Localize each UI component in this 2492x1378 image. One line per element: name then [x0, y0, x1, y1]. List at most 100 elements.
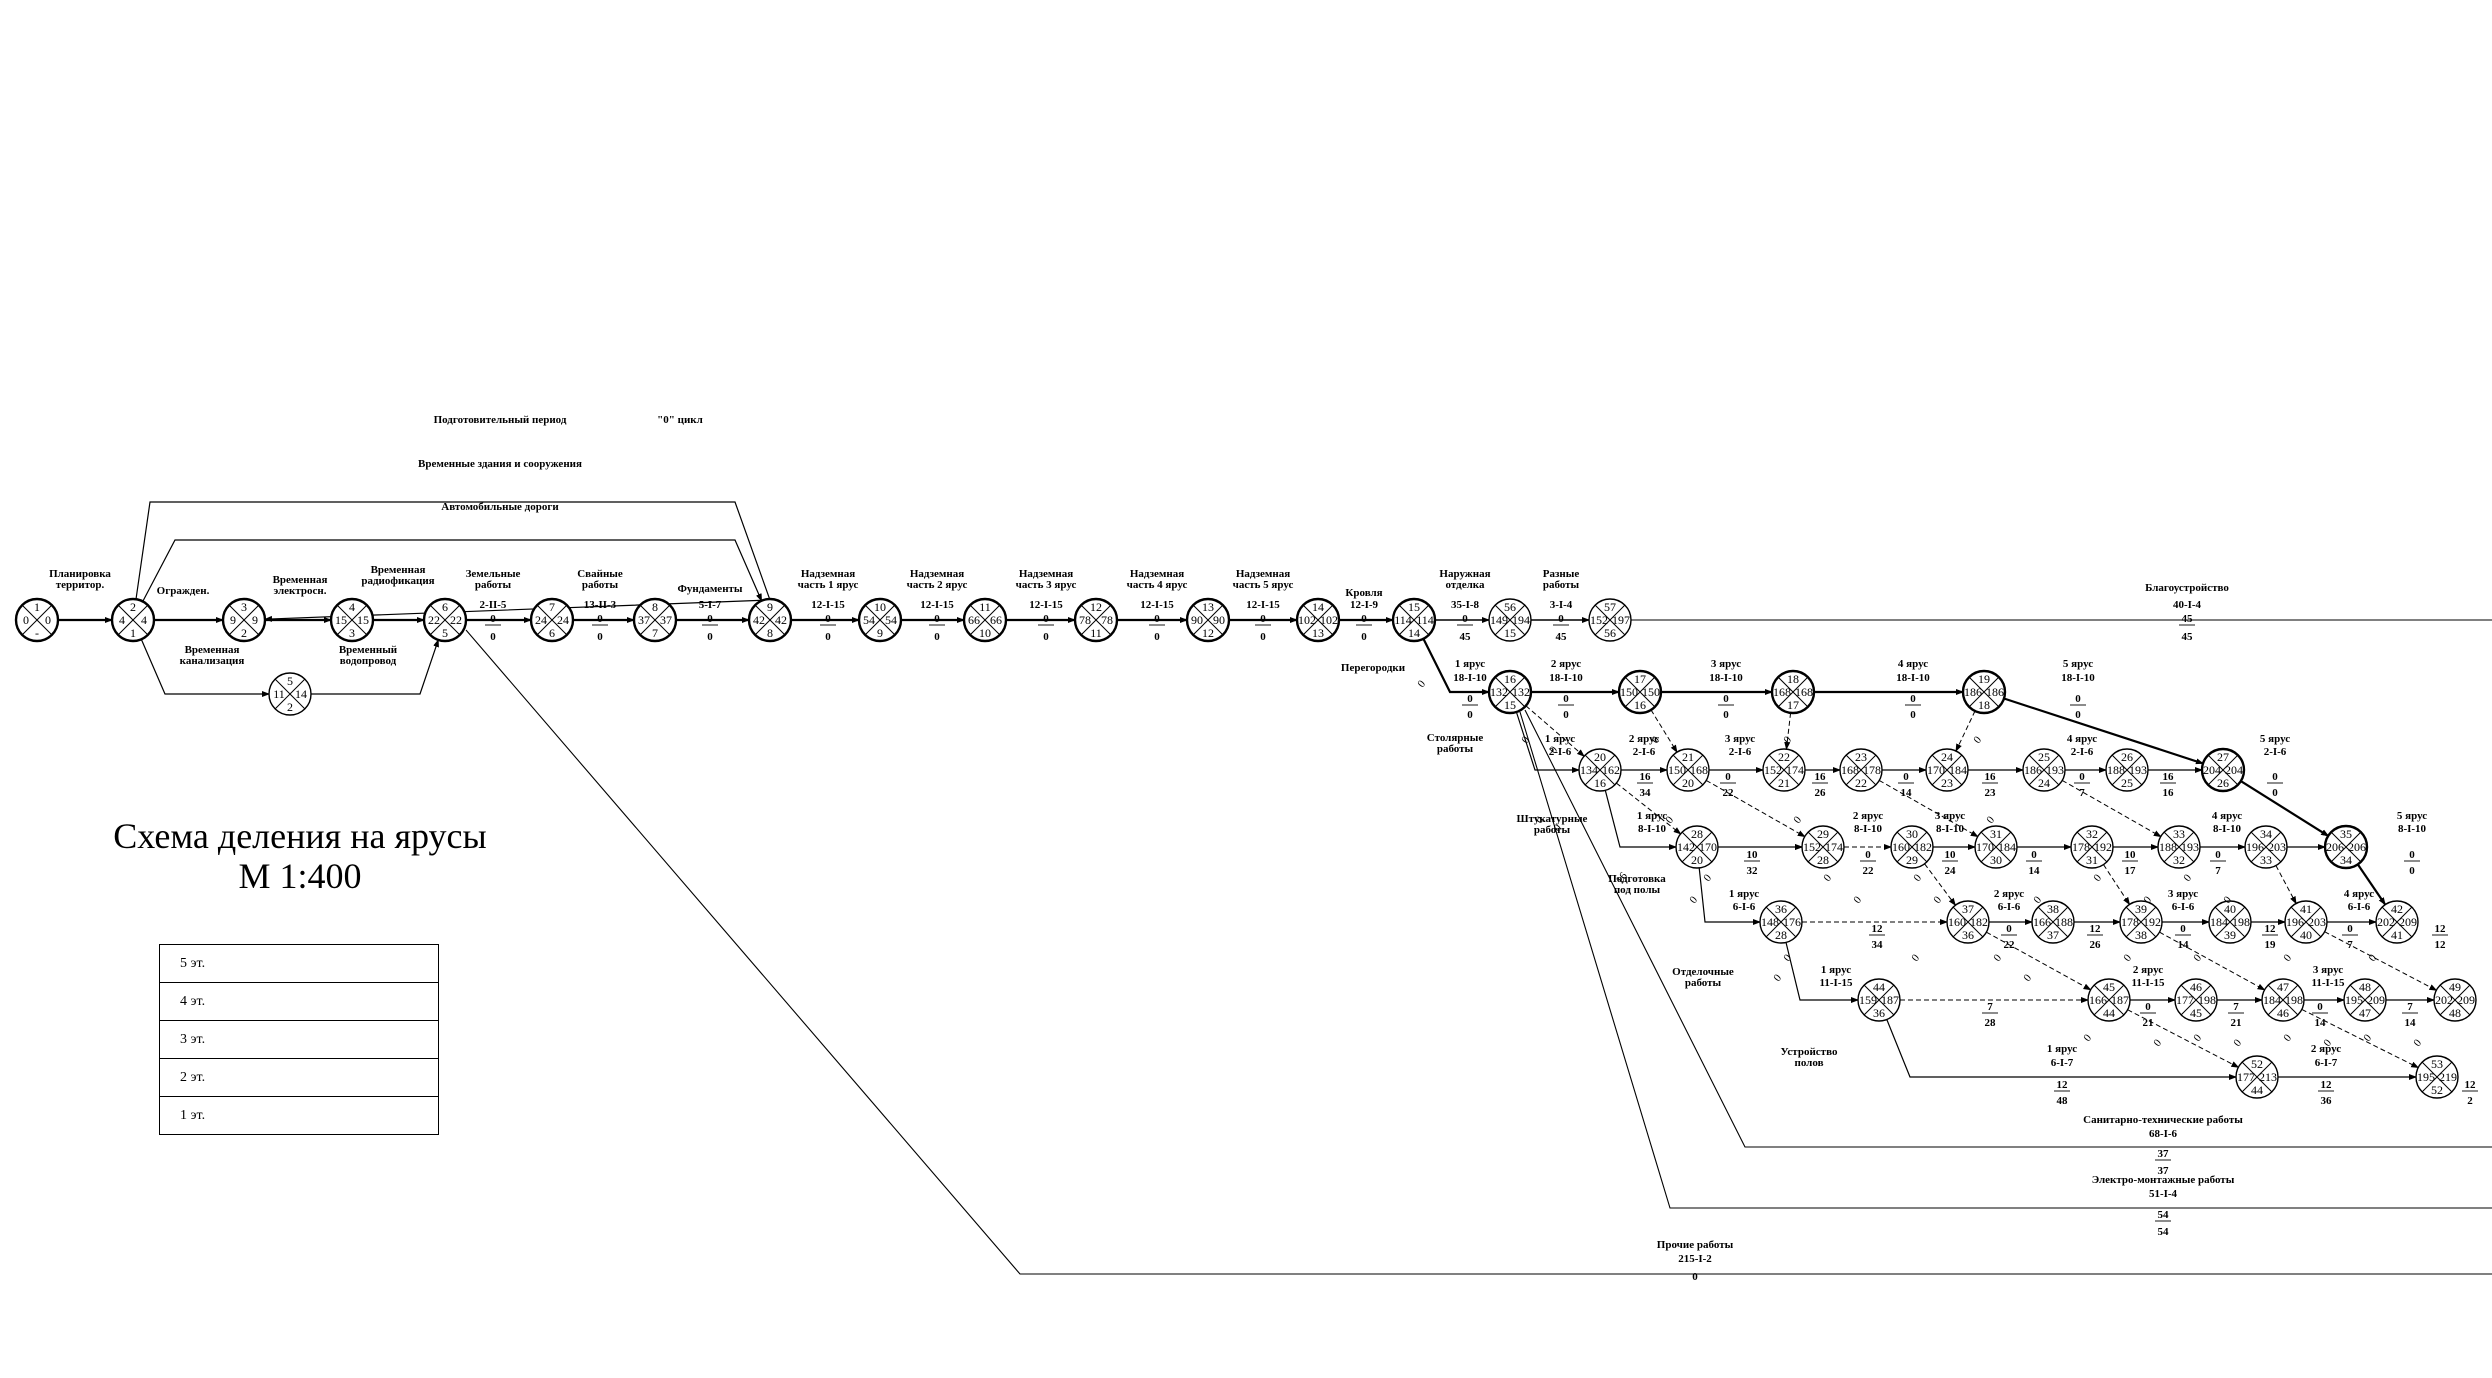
event-predecessor: 20 — [1691, 853, 1703, 867]
work-label: 6-I-6 — [1733, 901, 1756, 913]
event-late-finish: 192 — [2143, 915, 2161, 929]
reserve-value: 0 — [1865, 849, 1871, 861]
event-divider — [2290, 906, 2322, 938]
work-label: 18-I-10 — [1709, 672, 1743, 684]
event-number: 27 — [2217, 750, 2229, 764]
work-line — [1524, 709, 2492, 1148]
event-late-finish: 150 — [1642, 685, 1660, 699]
event-predecessor: 24 — [2038, 776, 2050, 790]
reserve-value: 0 — [1910, 693, 1916, 705]
work-label: Разные — [1543, 568, 1580, 580]
event-late-finish: 102 — [1320, 613, 1338, 627]
work-label: 4 ярус — [1898, 658, 1928, 670]
event-number: 53 — [2431, 1057, 2443, 1071]
reserve-value: 54 — [2158, 1209, 2170, 1221]
work-label: 1 ярус — [1637, 810, 1667, 822]
event-early-start: 168 — [1841, 763, 1859, 777]
reserve-value: 24 — [1945, 865, 1957, 877]
reserve-value: 12 — [2057, 1079, 2069, 1091]
work-label: 12-I-9 — [1350, 599, 1379, 611]
event-late-finish: 0 — [45, 613, 51, 627]
dependency-label: 0 — [1687, 894, 1700, 906]
event-divider — [1080, 604, 1112, 636]
work-label: 5 ярус — [2397, 810, 2427, 822]
work-label: Кровля — [1345, 587, 1382, 599]
work-label: Перегородки — [1341, 662, 1406, 674]
reserve-value: 14 — [2405, 1017, 2417, 1029]
reserve-value: 14 — [2315, 1017, 2327, 1029]
dependency-label: 0 — [2151, 1037, 2164, 1049]
reserve-value: 16 — [1815, 771, 1827, 783]
event-divider — [1302, 604, 1334, 636]
event-late-finish: 168 — [1690, 763, 1708, 777]
reserve-value: 0 — [1361, 631, 1367, 643]
event-number: 52 — [2251, 1057, 2263, 1071]
event-early-start: 160 — [1948, 915, 1966, 929]
work-label: Надземная — [801, 568, 855, 580]
tier-row: 5 эт. — [159, 944, 439, 983]
event-number: 33 — [2173, 827, 2185, 841]
dependency-label: 0 — [1519, 734, 1532, 746]
work-label: часть 4 ярус — [1127, 579, 1188, 591]
event-number: 11 — [979, 600, 991, 614]
event-early-start: 132 — [1490, 685, 1508, 699]
event-early-start: 166 — [2033, 915, 2051, 929]
work-label: Временные здания и сооружения — [418, 458, 582, 470]
event-number: 5 — [287, 674, 293, 688]
event-early-start: 152 — [1590, 613, 1608, 627]
event-late-finish: 176 — [1783, 915, 1801, 929]
work-label: 215-I-2 — [1678, 1253, 1712, 1265]
event-early-start: 152 — [1803, 840, 1821, 854]
dependency-arrows — [1525, 705, 2438, 1069]
event-predecessor: 9 — [877, 626, 883, 640]
event-late-finish: 187 — [2111, 993, 2129, 1007]
event-number: 28 — [1691, 827, 1703, 841]
work-label: 4 ярус — [2067, 733, 2097, 745]
work-label: 40-I-4 — [2173, 599, 2202, 611]
event-divider — [21, 604, 53, 636]
event-predecessor: 18 — [1978, 698, 1990, 712]
event-number: 21 — [1682, 750, 1694, 764]
event-predecessor: 3 — [349, 626, 355, 640]
reserve-value: 7 — [2233, 1001, 2239, 1013]
reserve-value: 10 — [1747, 849, 1759, 861]
reserve-value: 10 — [1945, 849, 1957, 861]
reserve-value: 0 — [2180, 923, 2186, 935]
tier-row: 1 эт. — [159, 1096, 439, 1135]
event-predecessor: 28 — [1817, 853, 1829, 867]
event-predecessor: 26 — [2217, 776, 2229, 790]
event-early-start: 22 — [428, 613, 440, 627]
event-divider — [2076, 831, 2108, 863]
event-early-start: 149 — [1490, 613, 1508, 627]
event-late-finish: 174 — [1786, 763, 1804, 777]
reserve-value: 16 — [2163, 787, 2175, 799]
reserve-value: 0 — [707, 613, 713, 625]
reserve-value: 0 — [1692, 1271, 1698, 1283]
work-label: работы — [1685, 977, 1722, 989]
dependency-label: 0 — [2121, 952, 2134, 964]
event-predecessor: 16 — [1634, 698, 1646, 712]
event-number: 39 — [2135, 902, 2147, 916]
reserve-value: 0 — [597, 613, 603, 625]
work-label: 13-II-3 — [584, 599, 617, 611]
event-early-start: 9 — [230, 613, 236, 627]
work-line — [465, 629, 2492, 1275]
reserve-value: 21 — [2231, 1017, 2242, 1029]
event-early-start: 4 — [119, 613, 125, 627]
dependency-label: 0 — [1931, 894, 1944, 906]
event-number: 47 — [2277, 980, 2289, 994]
event-divider — [969, 604, 1001, 636]
event-divider — [536, 604, 568, 636]
event-number: 41 — [2300, 902, 2312, 916]
